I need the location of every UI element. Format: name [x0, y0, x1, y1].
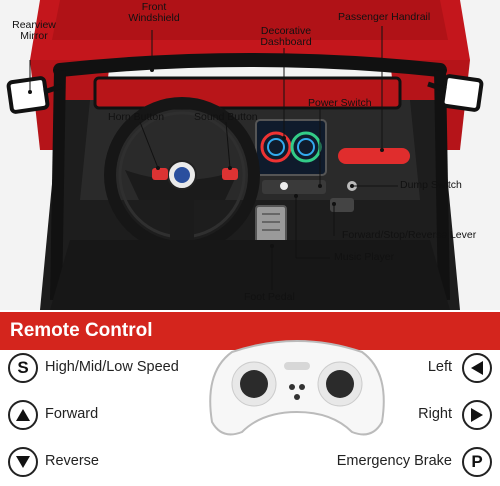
triangle-down-icon — [16, 456, 30, 468]
label-forward-stop-reverse-lever: Forward/Stop/Reverse Lever — [342, 229, 477, 241]
label-power-switch: Power Switch — [308, 97, 372, 109]
triangle-right-icon — [471, 408, 483, 422]
reverse-label: Reverse — [45, 453, 99, 469]
speed-button: S — [8, 353, 38, 383]
label-decorative-dashboard: Decorative Dashboard — [260, 25, 312, 49]
speed-label: High/Mid/Low Speed — [45, 359, 179, 375]
reverse-button — [8, 447, 38, 477]
triangle-left-icon — [471, 361, 483, 375]
remote-control-header: Remote Control — [0, 312, 500, 350]
label-passenger-handrail: Passenger Handrail — [338, 11, 431, 23]
label-rearview-mirror: Rearview Mirror — [12, 19, 56, 43]
forward-label: Forward — [45, 406, 99, 422]
triangle-up-icon — [16, 409, 30, 421]
remote-control-section: Remote Control S High/Mid/Low Speed Forw… — [0, 312, 500, 486]
emergency-brake-button: P — [462, 447, 492, 477]
remote-control-graphic — [209, 340, 385, 436]
label-front-windshield: Front Windshield — [128, 1, 180, 25]
s-letter-icon: S — [17, 358, 29, 377]
emergency-brake-label: Emergency Brake — [336, 453, 452, 469]
car-cabin-illustration: Rearview Mirror Front Windshield Decorat… — [0, 0, 500, 310]
left-label: Left — [427, 359, 452, 375]
right-button — [462, 400, 492, 430]
label-dump-switch: Dump Switch — [400, 179, 462, 191]
label-music-player: Music Player — [334, 251, 395, 263]
car-cabin-graphic — [6, 0, 484, 310]
p-letter-icon: P — [471, 452, 483, 471]
left-button — [462, 353, 492, 383]
label-horn-button: Horn Button — [108, 111, 165, 123]
label-foot-pedal: Foot Pedal — [244, 291, 295, 303]
forward-button — [8, 400, 38, 430]
remote-control-title: Remote Control — [10, 320, 153, 341]
label-sound-button: Sound Button — [194, 111, 258, 123]
right-label: Right — [418, 406, 452, 422]
